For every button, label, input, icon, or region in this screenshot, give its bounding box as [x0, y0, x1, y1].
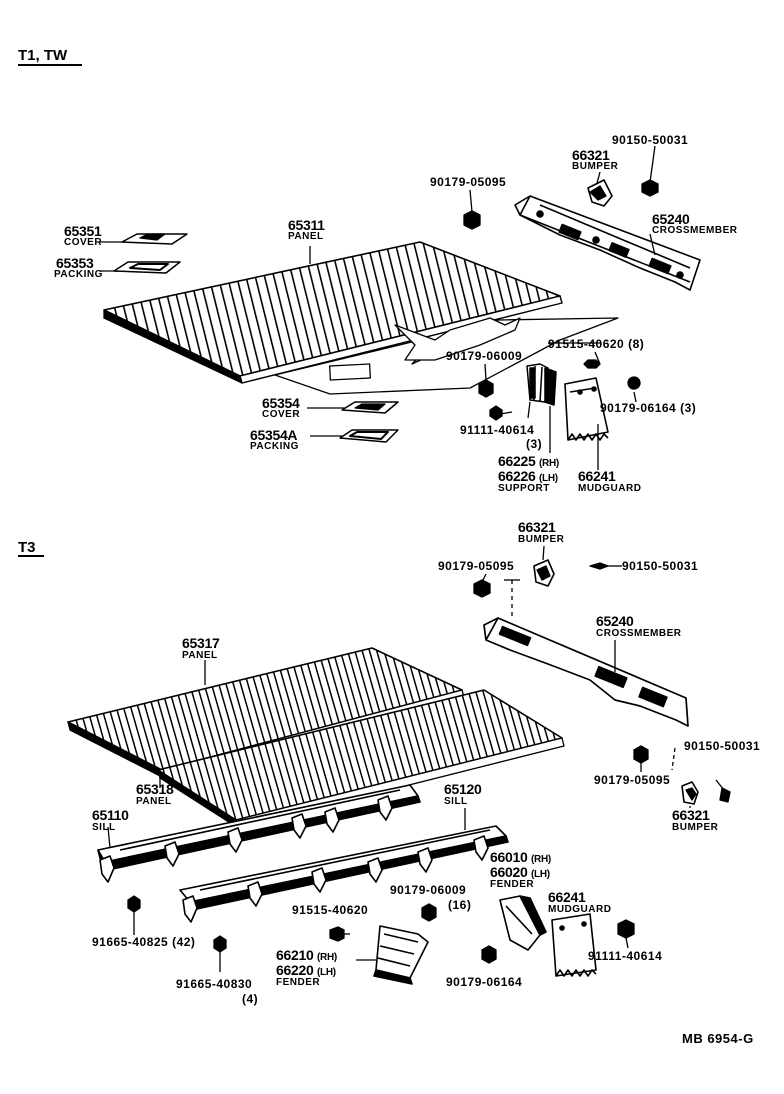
part-name-mudguard-b: MUDGUARD: [548, 904, 612, 915]
part-label-90150-50031: 90150-50031: [612, 133, 689, 147]
part-number-66210: 66210 (RH): [276, 947, 337, 963]
part-name-cover: COVER: [64, 237, 103, 248]
part-label-90150-50031-b: 90150-50031: [622, 559, 699, 573]
diagram-reference-code: MB 6954-G: [682, 1031, 754, 1046]
part-number-66321-c: 66321: [672, 807, 710, 823]
part-label-91665-40825: 91665-40825 (42): [92, 935, 196, 949]
part-name-crossmember-b: CROSSMEMBER: [596, 628, 682, 639]
part-name-fender-b: FENDER: [276, 977, 321, 988]
fender-66010-drawing: [499, 895, 547, 951]
part-name-panel-65317: PANEL: [182, 650, 218, 661]
part-label-90179-06009-b: 90179-06009: [390, 883, 467, 897]
part-name-sill-65110: SILL: [92, 822, 116, 833]
panel-65311-drawing: [103, 236, 619, 395]
part-label-90179-06164: 90179-06164 (3): [600, 401, 697, 415]
part-name-sill-65120: SILL: [444, 796, 468, 807]
part-number-66241-b: 66241: [548, 889, 586, 905]
section-title-t3: T3: [18, 539, 36, 556]
part-label-91515-40620: 91515-40620 (8): [548, 337, 645, 351]
fender-66210-drawing: [373, 925, 429, 985]
part-name-fender: FENDER: [490, 879, 535, 890]
part-label-91515-40620-b: 91515-40620: [292, 903, 369, 917]
part-number-66241: 66241: [578, 468, 616, 484]
section-title-t1-tw: T1, TW: [18, 47, 68, 64]
part-name-bumper-b: BUMPER: [518, 534, 565, 545]
part-name-bumper: BUMPER: [572, 161, 619, 172]
part-number-65110: 65110: [92, 807, 129, 823]
part-number-66220: 66220 (LH): [276, 962, 336, 978]
part-number-66321-b: 66321: [518, 519, 556, 535]
part-number-66020: 66020 (LH): [490, 864, 550, 880]
part-number-65318: 65318: [136, 781, 174, 797]
crossmember-65240-drawing: [514, 195, 701, 291]
part-name-support: SUPPORT: [498, 483, 550, 494]
part-label-91111-40614-b: 91111-40614: [588, 949, 663, 963]
part-label-90179-06164-b: 90179-06164: [446, 975, 523, 989]
part-label-91111-40614: 91111-40614: [460, 423, 535, 437]
part-number-65240-b: 65240: [596, 613, 634, 629]
part-number-65351: 65351: [64, 223, 102, 239]
part-number-65311: 65311: [288, 217, 325, 233]
mudguard-66241-b-drawing: [551, 913, 597, 977]
part-name-packing-b: PACKING: [250, 441, 299, 452]
sill-65120-drawing: [179, 825, 509, 923]
part-label-91665-40830: 91665-40830: [176, 977, 253, 991]
part-name-cover-b: COVER: [262, 409, 301, 420]
part-number-65354: 65354: [262, 395, 300, 411]
part-number-65120: 65120: [444, 781, 482, 797]
sill-65110-drawing: [97, 784, 421, 883]
part-number-65240: 65240: [652, 211, 690, 227]
part-name-packing: PACKING: [54, 269, 103, 280]
part-number-65317: 65317: [182, 635, 220, 651]
part-label-90179-06009: 90179-06009: [446, 349, 523, 363]
part-qty-90179-06009-b: (16): [448, 898, 472, 912]
part-name-panel-65318: PANEL: [136, 796, 172, 807]
part-label-90150-50031-c: 90150-50031: [684, 739, 761, 753]
part-number-66225: 66225 (RH): [498, 453, 559, 469]
mudguard-66241-drawing: [564, 377, 609, 441]
part-number-65354A: 65354A: [250, 427, 298, 443]
part-label-90179-05095-b: 90179-05095: [438, 559, 515, 573]
part-label-90179-05095: 90179-05095: [430, 175, 507, 189]
crossmember-65240-b-drawing: [483, 617, 689, 727]
support-66225-drawing: [526, 363, 557, 406]
part-number-66321: 66321: [572, 147, 610, 163]
part-qty-91111-40614: (3): [526, 437, 543, 451]
part-name-mudguard: MUDGUARD: [578, 483, 642, 494]
part-name-crossmember: CROSSMEMBER: [652, 225, 738, 236]
part-number-65353: 65353: [56, 255, 94, 271]
part-number-66010: 66010 (RH): [490, 849, 551, 865]
part-qty-91665-40830: (4): [242, 992, 259, 1006]
part-number-66226: 66226 (LH): [498, 468, 558, 484]
part-label-90179-05095-c: 90179-05095: [594, 773, 671, 787]
part-name-bumper-c: BUMPER: [672, 822, 719, 833]
part-name-panel: PANEL: [288, 231, 324, 242]
